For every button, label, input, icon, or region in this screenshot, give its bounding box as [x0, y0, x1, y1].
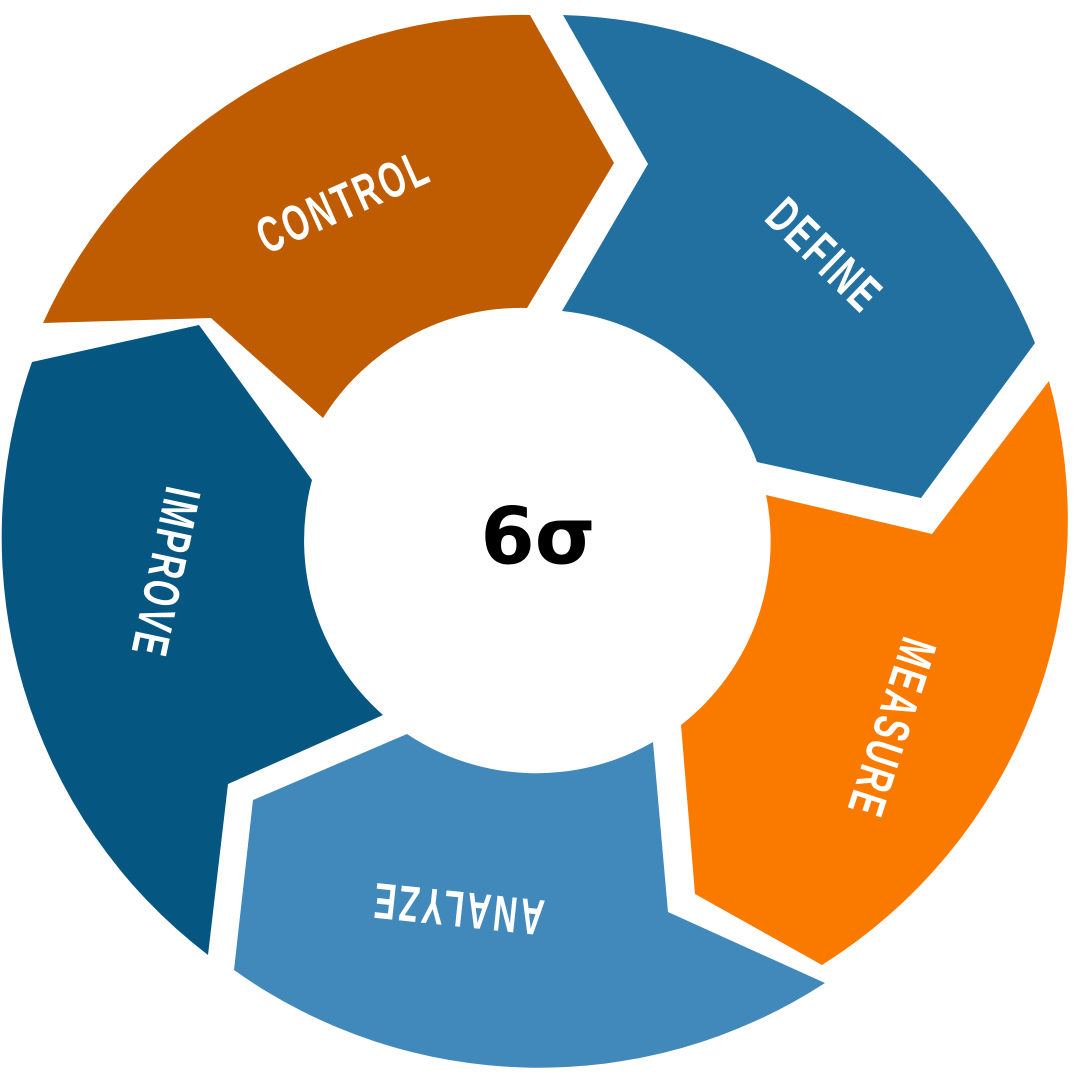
segment-analyze	[234, 734, 825, 1068]
segment-define	[562, 15, 1035, 498]
segment-improve	[1, 325, 383, 955]
segment-measure	[681, 381, 1068, 965]
center-label: 6σ	[480, 492, 595, 582]
segment-control	[43, 14, 614, 418]
